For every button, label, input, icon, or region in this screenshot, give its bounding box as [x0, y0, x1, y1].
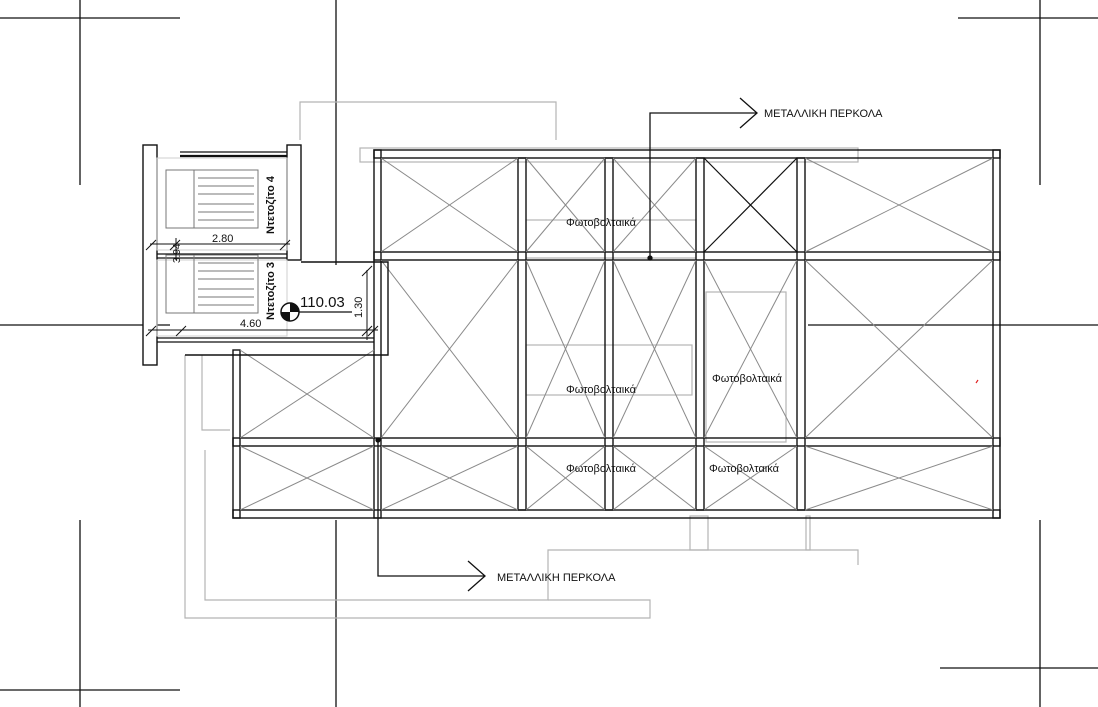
storage-block	[142, 144, 389, 366]
leader-bottom	[375, 437, 486, 592]
dimension-width-lower: 4.60	[240, 318, 261, 330]
dimension-width-upper: 2.80	[212, 233, 233, 245]
dark-cross-bracing	[703, 157, 798, 253]
dimension-height-right: 1.30	[353, 297, 365, 318]
dimension-lines	[145, 238, 379, 340]
storage-unit-4-equipment	[165, 169, 259, 229]
storage-unit-4-label: Ντετοζίτο 4	[265, 175, 277, 234]
leader-top	[647, 97, 758, 261]
level-marker-icon	[280, 302, 352, 322]
red-mark	[975, 379, 979, 384]
pv-label: Φωτοβολταικά	[566, 384, 637, 396]
dimension-height-small: 3.94	[172, 243, 183, 263]
pv-label: Φωτοβολταικά	[709, 463, 780, 475]
building-outline	[184, 101, 859, 619]
storage-unit-3-label: Ντετοζίτο 3	[265, 262, 277, 320]
storage-unit-3-equipment	[165, 254, 259, 314]
cross-bracing	[239, 157, 994, 511]
level-value: 110.03	[300, 294, 345, 311]
pv-label: Φωτοβολταικά	[566, 217, 637, 229]
pergola-structure	[232, 149, 1001, 519]
pergola-label-bottom: ΜΕΤΑΛΛΙΚΗ ΠΕΡΚΟΛΑ	[497, 572, 616, 584]
pergola-label-top: ΜΕΤΑΛΛΙΚΗ ΠΕΡΚΟΛΑ	[764, 108, 883, 120]
pv-label: Φωτοβολταικά	[712, 373, 783, 385]
pv-label: Φωτοβολταικά	[566, 463, 637, 475]
